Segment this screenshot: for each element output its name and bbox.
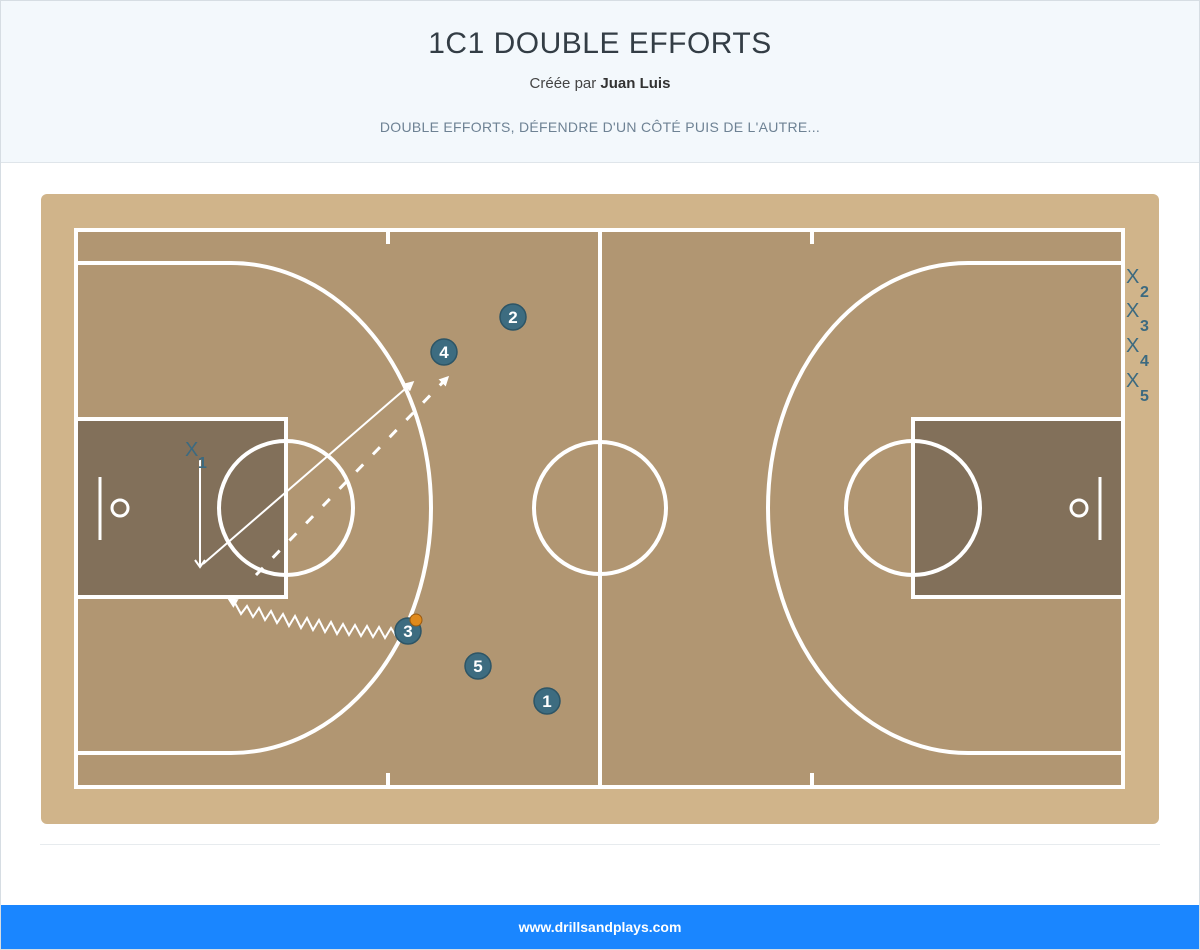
offense-players: 2 4 3 5 1: [394, 303, 561, 715]
play-actions: [194, 375, 450, 641]
defender-sub: 1: [198, 455, 207, 472]
player-label: 1: [542, 692, 551, 711]
player-label: 3: [403, 622, 412, 641]
cut-line: [202, 381, 415, 565]
site-footer: www.drillsandplays.com: [1, 905, 1199, 949]
left-paint: [76, 419, 286, 597]
player-2[interactable]: 2: [499, 303, 527, 331]
player-3[interactable]: 3: [394, 613, 423, 645]
player-5[interactable]: 5: [464, 652, 492, 680]
player-label: 4: [439, 343, 449, 362]
dribble-line: [227, 598, 397, 641]
defender-x5[interactable]: X 5: [1126, 370, 1149, 405]
created-by-label: Créée par: [529, 75, 597, 92]
court-diagram: 2 4 3 5 1 X 1: [41, 194, 1159, 824]
defender-sub: 4: [1140, 353, 1149, 370]
player-label: 5: [473, 657, 482, 676]
drill-author-line: Créée par Juan Luis: [1, 75, 1199, 92]
ball-icon: [409, 613, 423, 627]
defender-sub: 2: [1140, 284, 1149, 301]
defender-x1[interactable]: X 1: [185, 439, 207, 472]
right-paint: [913, 419, 1123, 597]
defender-x2[interactable]: X 2: [1126, 266, 1149, 301]
defender-label: X: [1126, 335, 1139, 357]
defender-sub: 5: [1140, 388, 1149, 405]
drill-description: DOUBLE EFFORTS, DÉFENDRE D'UN CÔTÉ PUIS …: [379, 119, 821, 135]
court-lines: [74, 228, 1125, 789]
defender-label: X: [185, 439, 198, 461]
defender-x3[interactable]: X 3: [1126, 300, 1149, 335]
defender-label: X: [1126, 300, 1139, 322]
defender-label: X: [1126, 370, 1139, 392]
defense-players: X 1 X 2 X 3 X 4 X 5: [185, 266, 1149, 472]
player-1[interactable]: 1: [533, 687, 561, 715]
content-divider: [40, 844, 1160, 845]
author-name: Juan Luis: [600, 75, 671, 92]
player-label: 2: [508, 308, 517, 327]
defender-sub: 3: [1140, 318, 1149, 335]
defender-label: X: [1126, 266, 1139, 288]
player-4[interactable]: 4: [430, 338, 458, 366]
defender-x4[interactable]: X 4: [1126, 335, 1149, 370]
drill-header: 1C1 DOUBLE EFFORTS Créée par Juan Luis D…: [1, 1, 1199, 163]
drill-title: 1C1 DOUBLE EFFORTS: [428, 27, 772, 60]
footer-site-link[interactable]: www.drillsandplays.com: [518, 919, 682, 935]
